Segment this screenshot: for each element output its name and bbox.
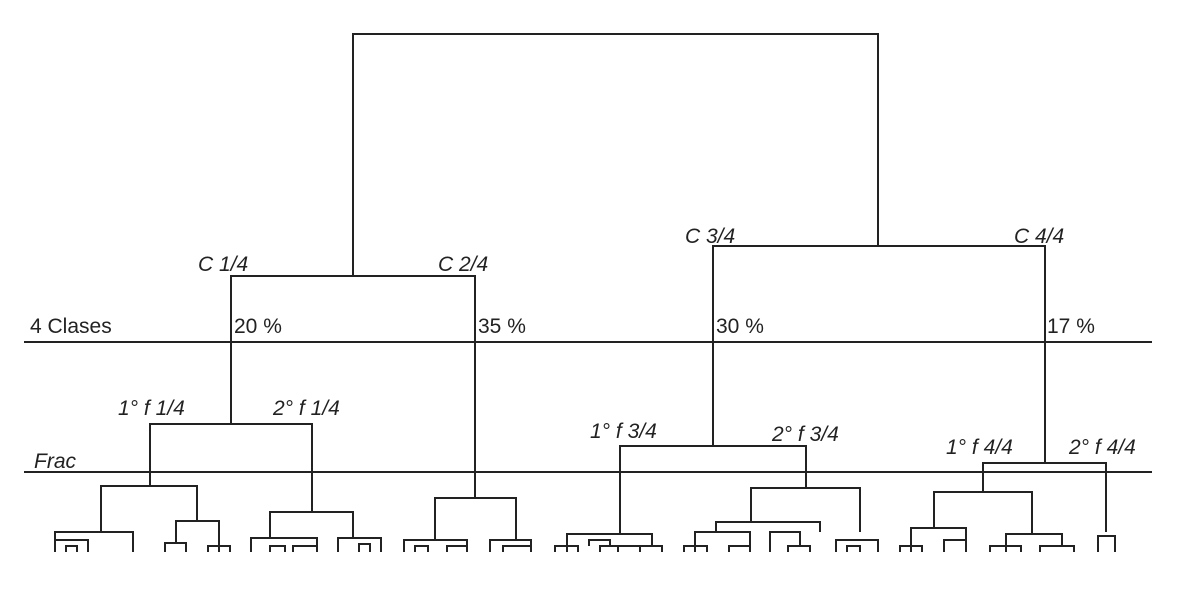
- dendrogram-link: [403, 539, 468, 552]
- dendrogram-link: [164, 542, 187, 552]
- dendrogram-link: [446, 545, 468, 552]
- dendrogram-link: [489, 539, 532, 552]
- dendrogram-link: [1097, 535, 1116, 552]
- dendrogram-link: [269, 511, 354, 538]
- fraction-link-c3: [619, 445, 807, 534]
- dendrogram-link: [617, 545, 663, 552]
- dendrogram-links: [54, 33, 1116, 552]
- dendrogram-link: [502, 545, 532, 552]
- dendrogram-link: [846, 545, 861, 552]
- fraction-label-1-c3: 1° f 3/4: [590, 420, 657, 443]
- class-link-c3-c4: [712, 245, 1046, 463]
- class-link-c1-c2: [230, 275, 476, 498]
- fraction-label-1-c4: 1° f 4/4: [946, 436, 1013, 459]
- class-percent-c3: 30 %: [716, 315, 764, 338]
- dendrogram-link: [989, 545, 1022, 552]
- dendrogram-link: [269, 545, 286, 552]
- class-label-c4: C 4/4: [1014, 225, 1065, 248]
- root-link: [352, 33, 879, 276]
- fraction-label-2-c3: 2° f 3/4: [772, 423, 839, 446]
- dendrogram-link: [250, 537, 318, 552]
- dendrogram-link: [728, 545, 751, 552]
- dendrogram-link: [100, 485, 198, 532]
- dendrogram-link: [933, 491, 1033, 534]
- dendrogram-link: [769, 531, 801, 552]
- fraction-link-c1: [149, 423, 313, 512]
- dendrogram-link: [899, 545, 923, 552]
- dendrogram-link: [787, 545, 811, 552]
- dendrogram-link: [1039, 545, 1075, 552]
- fraction-label-1-c1: 1° f 1/4: [118, 397, 185, 420]
- dendrogram-link: [207, 545, 231, 552]
- dendrogram-link: [1005, 533, 1063, 552]
- dendrogram-link: [554, 545, 579, 552]
- dendrogram-link: [835, 539, 879, 552]
- dendrogram-link: [588, 539, 611, 546]
- level-label-4-clases: 4 Clases: [30, 315, 112, 338]
- dendrogram-link: [910, 527, 967, 552]
- dendrogram-link: [54, 539, 89, 552]
- dendrogram-link: [65, 545, 78, 552]
- dendrogram-link: [337, 537, 382, 552]
- dendrogram-link: [715, 521, 821, 532]
- dendrogram-link: [694, 531, 751, 552]
- class-percent-c2: 35 %: [478, 315, 526, 338]
- class-label-c1: C 1/4: [198, 253, 249, 276]
- dendrogram-link: [566, 533, 653, 552]
- dendrogram-link: [358, 543, 371, 552]
- dendrogram-link: [683, 545, 708, 552]
- level-label-frac: Frac: [34, 450, 76, 473]
- class-label-c3: C 3/4: [685, 225, 736, 248]
- fraction-label-2-c4: 2° f 4/4: [1069, 436, 1136, 459]
- fraction-label-2-c1: 2° f 1/4: [273, 397, 340, 420]
- dendrogram-link: [292, 545, 318, 552]
- cut-lines: [24, 341, 1152, 473]
- class-label-c2: C 2/4: [438, 253, 489, 276]
- dendrogram-link: [943, 539, 967, 552]
- dendrogram-link: [434, 497, 517, 540]
- class-percent-c1: 20 %: [234, 315, 282, 338]
- class-percent-c4: 17 %: [1047, 315, 1095, 338]
- dendrogram-link: [414, 545, 429, 552]
- dendrogram-link: [175, 520, 220, 552]
- fraction-link-c4: [982, 462, 1107, 532]
- dendrogram-link: [750, 487, 861, 532]
